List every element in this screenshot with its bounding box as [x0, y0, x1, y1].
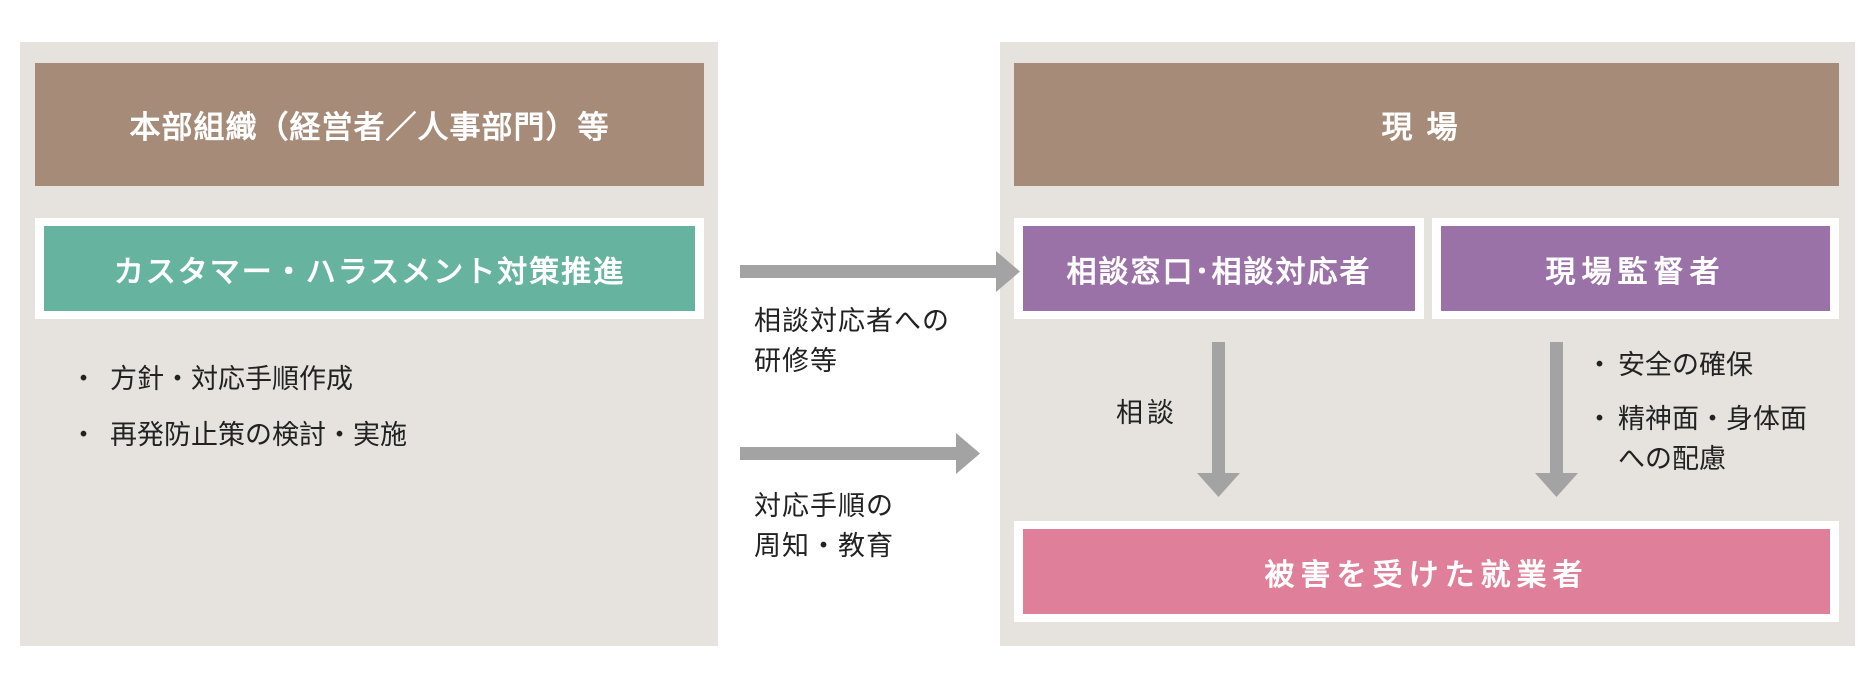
training-label: 相談対応者への 研修等: [754, 302, 950, 382]
promotion-label: カスタマー・ハラスメント対策推進: [113, 254, 626, 290]
consult-arrow-label: 相談: [1116, 398, 1178, 429]
training-label-line2: 研修等: [754, 346, 838, 377]
supervisor-box: 現場監督者: [1441, 226, 1830, 311]
headquarters-title: 本部組織（経営者／人事部門）等: [129, 110, 610, 146]
consult-box: 相談窓口･相談対応者: [1023, 226, 1415, 311]
supervisor-bullet-item: ・ 安全の確保: [1586, 346, 1807, 386]
procedure-label: 対応手順の 周知・教育: [754, 487, 894, 567]
site-title: 現場: [1381, 110, 1472, 146]
victim-label: 被害を受けた就業者: [1264, 557, 1589, 593]
victim-box: 被害を受けた就業者: [1023, 529, 1830, 614]
consult-label: 相談窓口･相談対応者: [1066, 254, 1372, 290]
site-header: 現場: [1014, 63, 1839, 186]
procedure-label-line2: 周知・教育: [754, 531, 894, 562]
training-label-line1: 相談対応者への: [754, 306, 950, 337]
procedure-label-line1: 対応手順の: [754, 491, 894, 522]
bullet-text: 安全の確保: [1618, 350, 1753, 381]
bullet-text: 再発防止策の検討・実施: [110, 420, 407, 451]
headquarters-bullet-item: ・ 再発防止策の検討・実施: [70, 408, 407, 464]
bullet-text: 精神面・身体面: [1618, 404, 1807, 435]
supervisor-bullet-list: ・ 安全の確保 ・ 精神面・身体面 への配慮: [1586, 346, 1807, 480]
supervisor-bullet-continuation: への配慮: [1618, 444, 1726, 475]
headquarters-bullet-list: ・ 方針・対応手順作成 ・ 再発防止策の検討・実施: [70, 352, 407, 464]
bullet-marker: ・: [1586, 404, 1613, 435]
supervisor-bullet-item: ・ 精神面・身体面: [1586, 400, 1807, 440]
headquarters-header: 本部組織（経営者／人事部門）等: [35, 63, 704, 186]
training-arrow: [740, 251, 1020, 292]
bullet-text: 方針・対応手順作成: [110, 364, 353, 395]
headquarters-bullet-item: ・ 方針・対応手順作成: [70, 352, 407, 408]
bullet-marker: ・: [70, 364, 97, 395]
supervisor-label: 現場監督者: [1545, 254, 1726, 290]
bullet-marker: ・: [1586, 350, 1613, 381]
bullet-marker: ・: [70, 420, 97, 451]
promotion-box: カスタマー・ハラスメント対策推進: [44, 226, 695, 311]
consult-down-arrow: [1197, 342, 1240, 497]
procedure-arrow: [740, 433, 980, 474]
supervisor-down-arrow: [1535, 342, 1578, 497]
